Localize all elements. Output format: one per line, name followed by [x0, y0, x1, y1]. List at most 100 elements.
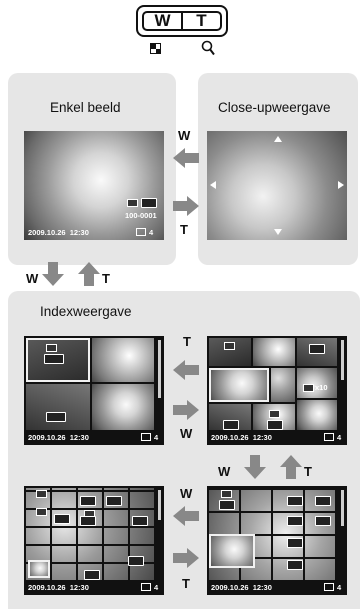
index2-date-text: 2009.10.26 [211, 433, 249, 442]
index4-count-text: 4 [337, 583, 342, 592]
label-t-1: T [180, 222, 188, 237]
arrow-right-icon [173, 196, 199, 216]
scrollbar[interactable] [158, 340, 161, 398]
arrow-left-icon [173, 148, 199, 168]
protect-icon [315, 496, 331, 506]
thumb[interactable] [92, 338, 154, 382]
thumb[interactable] [297, 400, 337, 430]
protect-icon [80, 516, 96, 526]
index3-date-text: 2009.10.26 [28, 583, 66, 592]
arrow-up-icon [78, 262, 100, 286]
label-t-3: T [183, 334, 191, 349]
label-w-4: W [218, 464, 231, 479]
thumb[interactable] [297, 368, 337, 398]
print-icon [224, 342, 235, 350]
protect-icon [267, 420, 283, 430]
index1-count-text: 4 [154, 433, 159, 442]
protect-icon [80, 496, 96, 506]
index-screen-25: 2009.10.26 12:30 4 [24, 486, 164, 595]
protect-icon [132, 516, 148, 526]
index1-date-text: 2009.10.26 [28, 433, 66, 442]
arrow-down-icon [244, 455, 266, 479]
print-icon [36, 508, 47, 516]
protect-icon [287, 538, 303, 548]
single-photo [24, 131, 164, 240]
label-w-5: W [180, 486, 193, 501]
arrow-right-icon [173, 400, 199, 420]
protect-icon [106, 496, 122, 506]
scroll-up-icon [274, 136, 282, 142]
protect-icon [309, 344, 325, 354]
zoom-wide-button[interactable]: W [154, 11, 171, 30]
thumb[interactable] [209, 534, 255, 568]
index3-count-text: 4 [154, 583, 159, 592]
label-t-4: T [304, 464, 312, 479]
index3-count: 4 [141, 583, 158, 592]
label-t-2: T [102, 271, 110, 286]
print-icon [221, 490, 232, 498]
label-w-3: W [180, 426, 193, 441]
index4-date-text: 2009.10.26 [211, 583, 249, 592]
scroll-down-icon [274, 229, 282, 235]
label-w-1: W [178, 128, 191, 143]
print-quantity: x10 [315, 383, 328, 392]
print-icon [127, 199, 138, 207]
index2-count: 4 [324, 433, 341, 442]
index-title: Indexweergave [40, 304, 132, 319]
protect-icon [54, 514, 70, 524]
single-image-screen: 100-0001 2009.10.26 12:30 4 [24, 131, 164, 240]
zoom-tele-button[interactable]: T [181, 11, 220, 30]
thumb[interactable] [28, 560, 50, 578]
protect-icon [287, 560, 303, 570]
index1-count: 4 [141, 433, 158, 442]
zoom-lever[interactable]: W T [136, 5, 228, 37]
thumb[interactable] [26, 384, 90, 430]
index3-time-text: 12:30 [69, 583, 89, 592]
scrollbar[interactable] [158, 490, 161, 520]
arrow-right-icon [173, 548, 199, 568]
arrow-down-icon [42, 262, 64, 286]
index4-date: 2009.10.26 12:30 [211, 583, 272, 592]
protect-icon [46, 412, 66, 422]
label-w-2: W [26, 271, 39, 286]
single-date: 2009.10.26 12:30 [28, 228, 89, 237]
index-screen-9: x10 2009.10.26 12:30 4 [207, 336, 347, 445]
protect-icon [44, 354, 64, 364]
single-count: 4 [136, 228, 153, 237]
magnifier-icon [201, 40, 215, 56]
index-screen-4: 2009.10.26 12:30 4 [24, 336, 164, 445]
index2-time-text: 12:30 [252, 433, 272, 442]
protect-icon [223, 420, 239, 430]
scrollbar[interactable] [341, 490, 344, 526]
single-image-title: Enkel beeld [50, 100, 121, 115]
protect-icon [128, 556, 144, 566]
print-icon [46, 344, 57, 352]
arrow-left-icon [173, 506, 199, 526]
index2-count-text: 4 [337, 433, 342, 442]
label-t-5: T [182, 576, 190, 591]
thumb[interactable] [92, 384, 154, 430]
protect-icon [219, 500, 235, 510]
protect-icon [84, 570, 100, 580]
single-date-text: 2009.10.26 [28, 228, 66, 237]
index-grid-icon [150, 43, 161, 54]
index2-date: 2009.10.26 12:30 [211, 433, 272, 442]
arrow-left-icon [173, 360, 199, 380]
print-icon [269, 410, 280, 418]
thumb[interactable] [271, 368, 295, 402]
index4-count: 4 [324, 583, 341, 592]
scroll-right-icon [338, 181, 344, 189]
single-count-text: 4 [149, 228, 154, 237]
index4-time-text: 12:30 [252, 583, 272, 592]
protect-icon [287, 516, 303, 526]
index-screen-16: 2009.10.26 12:30 4 [207, 486, 347, 595]
thumb[interactable] [209, 368, 269, 402]
closeup-photo [207, 131, 347, 240]
file-number: 100-0001 [125, 211, 157, 220]
index1-time-text: 12:30 [69, 433, 89, 442]
single-time-text: 12:30 [69, 228, 89, 237]
scroll-left-icon [210, 181, 216, 189]
thumb[interactable] [253, 338, 295, 366]
scrollbar[interactable] [341, 340, 344, 380]
print-icon [303, 384, 314, 392]
